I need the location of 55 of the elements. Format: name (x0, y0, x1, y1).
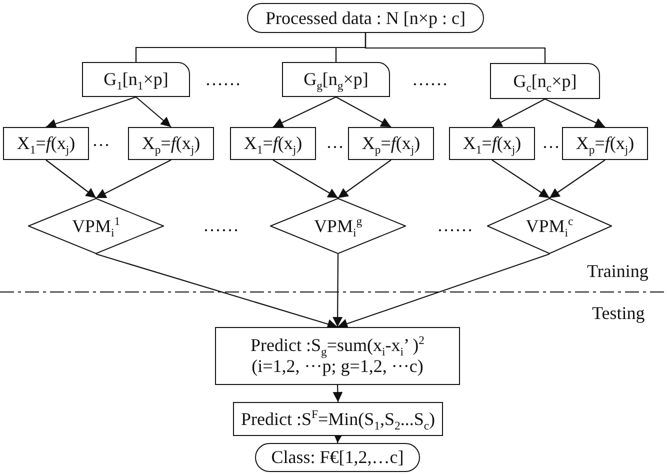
arrow (46, 160, 96, 198)
section-label: Testing (592, 304, 645, 322)
terminal-box (247, 3, 484, 33)
node-label: X$_{p}$=f(x$_{j}$) (362, 133, 420, 154)
process-box (449, 127, 535, 160)
section-label: Training (587, 262, 648, 280)
process-box (233, 402, 443, 436)
decision-diamond (270, 198, 406, 254)
arrow (46, 96, 136, 129)
ellipsis-text: …… (205, 70, 241, 88)
node-label: G$_{1}$[n$_{1}$×p] (104, 69, 168, 90)
arrow (136, 96, 172, 128)
node-label: X$_{1}$=f(x$_{j}$) (16, 133, 76, 154)
node-label: Processed data : N [n×p : c] (265, 8, 466, 28)
node-label: X$_{p}$=f(x$_{j}$) (576, 133, 634, 154)
node-label: X$_{1}$=f(x$_{j}$) (462, 133, 522, 154)
arrow (338, 160, 392, 198)
ellipsis-text: ··· (326, 138, 344, 156)
ellipsis-text: …… (437, 216, 473, 234)
decision-diamond (28, 198, 164, 254)
arrow (492, 98, 546, 128)
node-label: Predict :S$_{g}$=sum(x$_{i}$-x$_{i}$’ )$^{2}$ (250, 335, 424, 356)
node-label: Class: F€[1,2,…c] (271, 447, 404, 468)
arrow (544, 98, 606, 128)
arrow (332, 384, 343, 402)
terminal-box (255, 443, 420, 472)
process-box (3, 127, 89, 160)
process-box (562, 127, 648, 160)
process-box (215, 327, 460, 385)
node-label: X$_{1}$=f(x$_{j}$) (244, 133, 302, 154)
arrow (272, 96, 336, 128)
arrow (492, 160, 550, 198)
process-box (128, 127, 214, 160)
ellipsis-text: ··· (92, 136, 110, 154)
arrow (272, 160, 338, 198)
arrow (332, 254, 343, 327)
connector-line (364, 33, 546, 63)
arrow (336, 96, 392, 128)
node-label: G$_{g}$[n$_{g}$×p] (304, 69, 368, 90)
group-box (490, 63, 600, 99)
arrow (96, 253, 338, 329)
arrow (549, 160, 606, 198)
ellipsis-text: …… (203, 216, 239, 234)
node-label: Predict :S$^{F}$=Min(S$_{1}$,S$_{2}$...S$_{c}$) (240, 408, 436, 430)
node-label: X$_{p}$=f(x$_{j}$) (142, 133, 200, 154)
arrow (96, 160, 172, 198)
arrow (337, 253, 550, 328)
group-box (282, 62, 390, 97)
group-box (82, 62, 190, 97)
ellipsis-text: ··· (542, 138, 560, 156)
ellipsis-text: …… (412, 70, 448, 88)
process-box (230, 127, 316, 160)
node-label: G$_{c}$[n$_{c}$×p] (513, 70, 577, 92)
process-box (348, 127, 434, 160)
decision-diamond (487, 198, 612, 254)
